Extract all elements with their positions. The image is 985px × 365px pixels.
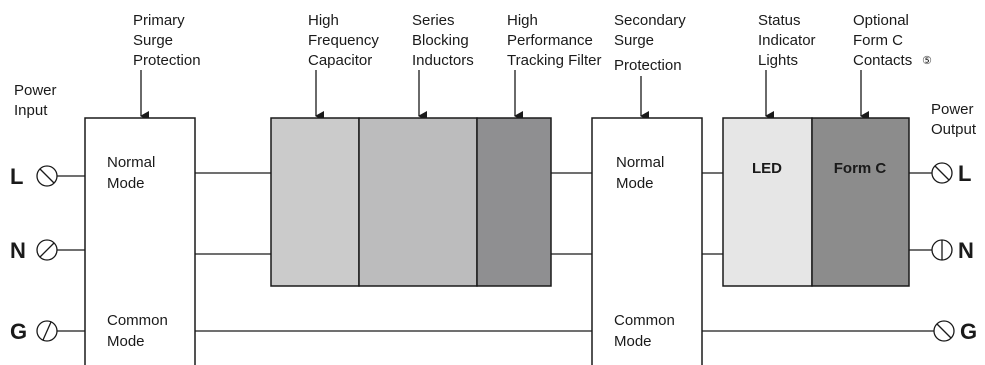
label-line: Output (931, 121, 977, 138)
primary-block-outline (84, 117, 196, 365)
normal-mode-label: Mode (616, 175, 654, 192)
led-block (722, 117, 813, 287)
label-line: Inductors (412, 52, 474, 69)
filter-section (270, 117, 552, 287)
label-line: Secondary (614, 12, 686, 29)
label-line: Status (758, 12, 801, 29)
label-line: Frequency (308, 32, 379, 49)
input-terminals: L N G (10, 164, 58, 344)
arrows (140, 70, 869, 121)
screw-terminal-icon (931, 162, 953, 184)
label-high-frequency-capacitor: High Frequency Capacitor (308, 12, 379, 69)
label-line: Primary (133, 12, 185, 29)
primary-surge-protection-block: Normal Mode Common Mode (84, 117, 196, 365)
tracking-filter-block (476, 117, 552, 287)
screw-terminal-icon (36, 239, 58, 261)
form-c-block (811, 117, 910, 287)
normal-mode-label: Mode (107, 175, 145, 192)
label-line: Contacts (853, 52, 912, 69)
terminal-g-label: G (10, 319, 27, 344)
secondary-surge-protection-block: Normal Mode Common Mode (591, 117, 703, 365)
label-line: Blocking (412, 32, 469, 49)
power-output-label: Power Output (931, 101, 977, 138)
label-line: Capacitor (308, 52, 372, 69)
label-line: Form C (853, 32, 903, 49)
label-line: Input (14, 102, 48, 119)
status-section: LED Form C (722, 117, 910, 287)
label-series-blocking-inductors: Series Blocking Inductors (412, 12, 474, 69)
label-secondary-surge-protection: Secondary Surge Protection (614, 12, 686, 74)
label-line: High (308, 12, 339, 29)
label-line: Power (14, 82, 57, 99)
label-line: Tracking Filter (507, 52, 601, 69)
label-line: Surge (133, 32, 173, 49)
terminal-l-label: L (958, 161, 971, 186)
power-input-label: Power Input (14, 82, 57, 119)
screw-terminal-icon (36, 165, 58, 187)
label-line: Indicator (758, 32, 816, 49)
label-line: Performance (507, 32, 593, 49)
common-mode-label: Mode (107, 333, 145, 350)
common-mode-label: Common (107, 312, 168, 329)
screw-terminal-icon (931, 239, 953, 261)
normal-mode-label: Normal (616, 154, 664, 171)
label-line: High (507, 12, 538, 29)
label-status-indicator-lights: Status Indicator Lights (758, 12, 816, 69)
terminal-g-label: G (960, 319, 977, 344)
label-line: Protection (133, 52, 201, 69)
form-c-label: Form C (834, 160, 887, 177)
label-primary-surge-protection: Primary Surge Protection (133, 12, 201, 69)
label-line: Optional (853, 12, 909, 29)
label-optional-form-c-contacts: Optional Form C Contacts ⑤ (853, 12, 932, 69)
output-terminals: L N G (931, 161, 977, 344)
label-line: Lights (758, 52, 798, 69)
secondary-block-outline (591, 117, 703, 365)
label-line: Series (412, 12, 455, 29)
common-mode-label: Common (614, 312, 675, 329)
terminal-n-label: N (10, 238, 26, 263)
label-line: Surge (614, 32, 654, 49)
normal-mode-label: Normal (107, 154, 155, 171)
label-high-performance-tracking-filter: High Performance Tracking Filter (507, 12, 601, 69)
high-frequency-capacitor-block (270, 117, 360, 287)
screw-terminal-icon (36, 320, 58, 342)
footnote-marker: ⑤ (922, 55, 932, 67)
wiring (55, 172, 934, 332)
label-line: Power (931, 101, 974, 118)
screw-terminal-icon (933, 320, 955, 342)
terminal-n-label: N (958, 238, 974, 263)
common-mode-label: Mode (614, 333, 652, 350)
led-label: LED (752, 160, 782, 177)
terminal-l-label: L (10, 164, 23, 189)
series-blocking-inductors-block (358, 117, 478, 287)
label-line: Protection (614, 57, 682, 74)
